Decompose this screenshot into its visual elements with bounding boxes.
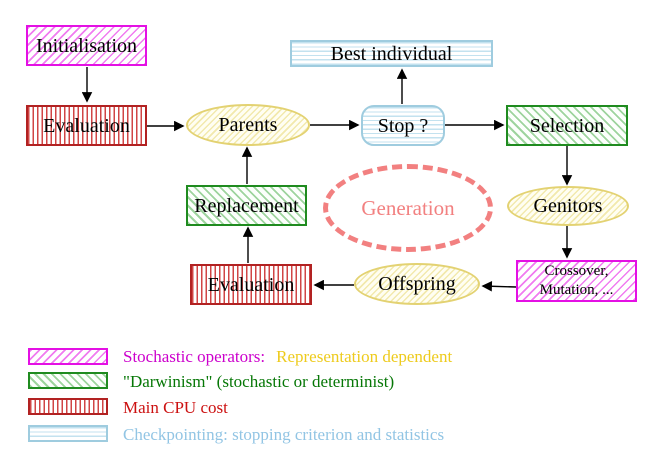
node-stop: Stop ? xyxy=(361,105,445,146)
legend-stochastic-label: Stochastic operators: xyxy=(123,347,266,366)
node-evaluation-bottom-label: Evaluation xyxy=(207,273,295,296)
legend-swatch-stochastic-operators xyxy=(28,348,108,365)
legend-representation-label: Representation dependent xyxy=(276,347,453,366)
legend-cpu-label: Main CPU cost xyxy=(123,398,228,417)
node-genitors: Genitors xyxy=(507,186,629,226)
node-selection: Selection xyxy=(506,105,628,146)
legend-swatch-darwinism xyxy=(28,372,108,389)
node-evaluation-top: Evaluation xyxy=(26,105,147,146)
node-crossover-mutation: Crossover, Mutation, ... xyxy=(516,260,637,302)
node-selection-label: Selection xyxy=(529,114,605,137)
node-replacement: Replacement xyxy=(186,185,307,226)
legend-row-darwinism: "Darwinism" (stochastic or determinist) xyxy=(123,373,394,390)
node-crossover-line1: Crossover, xyxy=(544,263,609,280)
legend-row-stochastic-operators: Stochastic operators: Representation depe… xyxy=(123,348,452,365)
node-offspring-label: Offspring xyxy=(378,273,456,295)
node-genitors-label: Genitors xyxy=(533,195,603,217)
legend-row-cpu-cost: Main CPU cost xyxy=(123,399,228,416)
node-parents: Parents xyxy=(186,104,310,146)
node-stop-label: Stop ? xyxy=(377,114,429,137)
legend-darwinism-label: "Darwinism" (stochastic or determinist) xyxy=(123,372,395,391)
node-generation-label: Generation xyxy=(361,195,455,220)
node-evaluation-top-label: Evaluation xyxy=(43,114,130,137)
legend-swatch-cpu-cost xyxy=(28,398,108,415)
node-evaluation-bottom: Evaluation xyxy=(190,264,312,305)
legend-swatch-checkpointing xyxy=(28,425,108,442)
node-parents-label: Parents xyxy=(218,114,278,136)
node-initialisation: Initialisation xyxy=(26,25,147,66)
legend-checkpointing-label: Checkpointing: stopping criterion and st… xyxy=(123,425,445,444)
node-offspring: Offspring xyxy=(354,263,480,305)
node-generation: Generation xyxy=(323,164,493,252)
legend-row-checkpointing: Checkpointing: stopping criterion and st… xyxy=(123,426,444,443)
node-initialisation-label: Initialisation xyxy=(35,34,138,57)
node-best-individual-label: Best individual xyxy=(330,42,453,65)
arrow-crossover-to-offspring xyxy=(481,281,517,292)
node-best-individual: Best individual xyxy=(290,40,493,67)
node-replacement-label: Replacement xyxy=(194,194,299,217)
node-crossover-line2: Mutation, ... xyxy=(539,282,614,298)
